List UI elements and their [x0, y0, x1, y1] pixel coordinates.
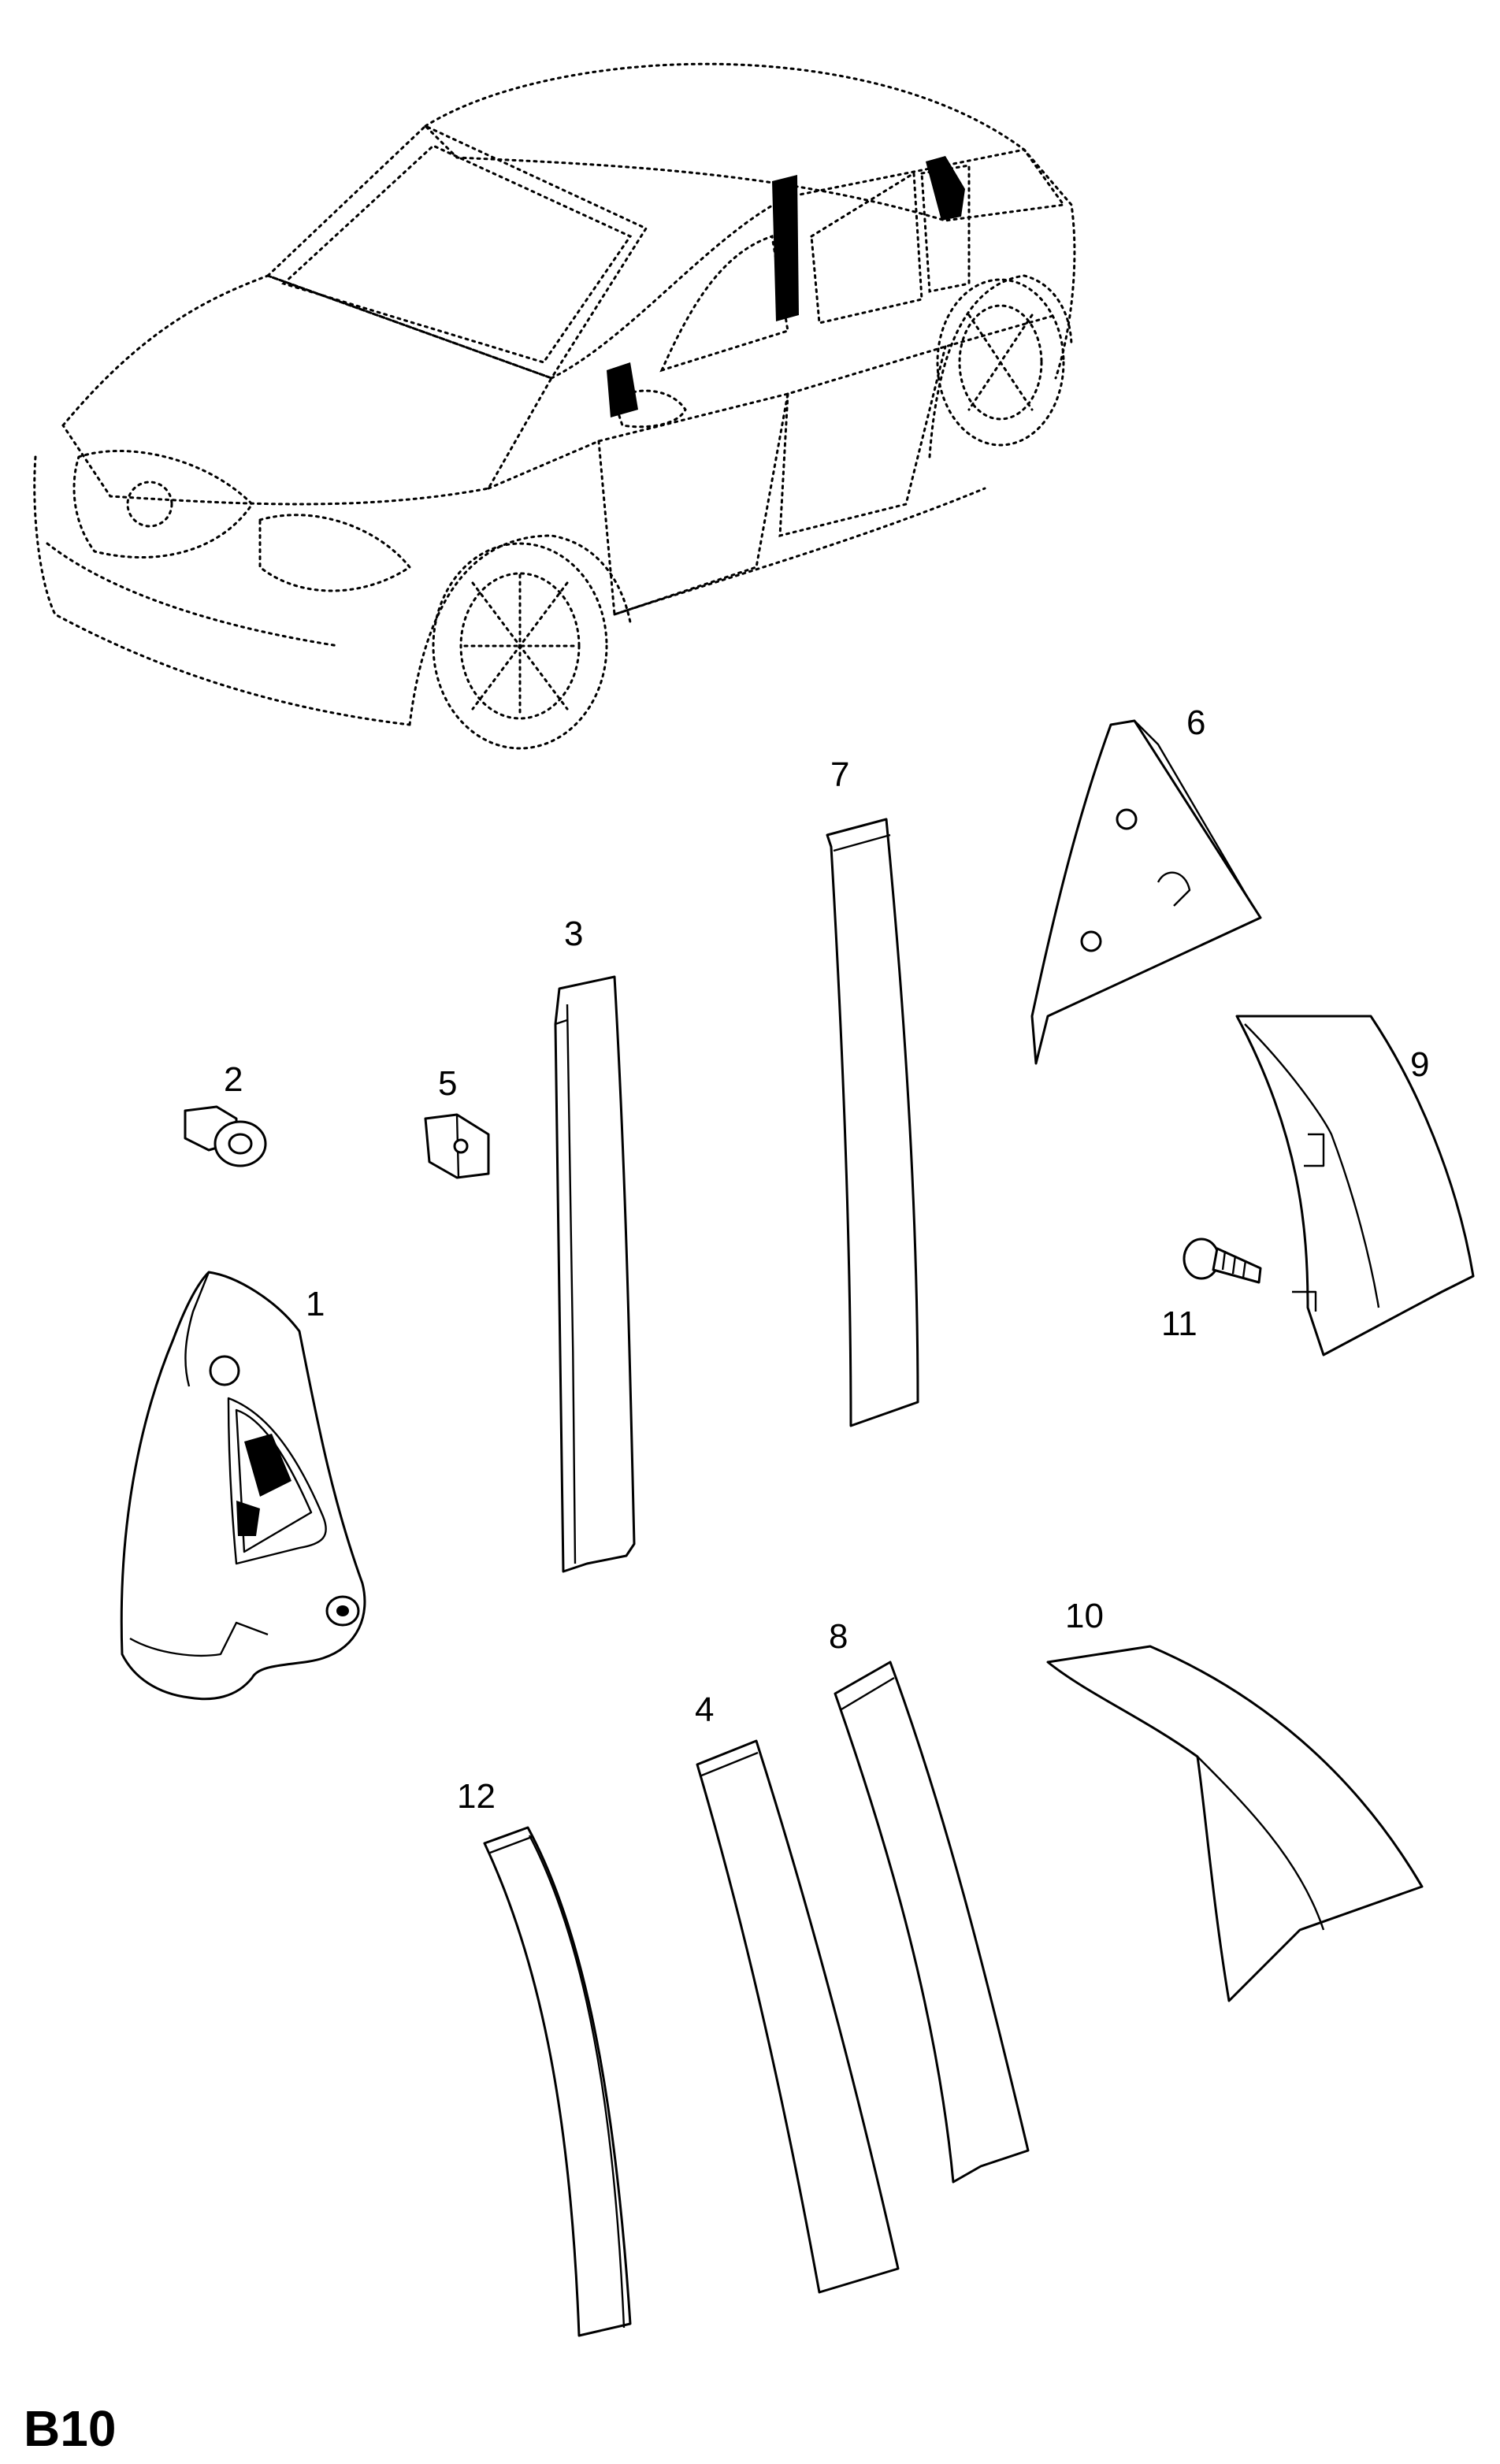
- callout-8: 8: [829, 1617, 848, 1656]
- callout-4: 4: [695, 1690, 714, 1729]
- part-8-trim-strip: [834, 1661, 1030, 2184]
- callout-6: 6: [1186, 703, 1205, 742]
- callout-10: 10: [1065, 1597, 1104, 1635]
- callout-7: 7: [830, 755, 849, 794]
- callout-11: 11: [1161, 1304, 1197, 1343]
- callout-12: 12: [457, 1777, 496, 1816]
- part-2-clip: [184, 1105, 267, 1167]
- diagram-code-label: B10: [24, 2400, 116, 2457]
- callout-3: 3: [564, 915, 583, 953]
- highlight-mirror-triangle: [607, 362, 638, 417]
- part-6-triangle-cover: [1030, 719, 1262, 1065]
- part-1-mirror-housing: [120, 1271, 366, 1701]
- highlight-b-pillar: [772, 175, 799, 321]
- part-10-quarter-trim: [1046, 1645, 1424, 2002]
- part-9-quarter-trim: [1235, 1015, 1475, 1356]
- callout-2: 2: [224, 1060, 243, 1099]
- part-3-trim-strip: [554, 975, 636, 1573]
- part-7-trim-strip: [826, 818, 919, 1427]
- callout-1: 1: [306, 1285, 325, 1323]
- callout-5: 5: [438, 1064, 457, 1103]
- part-4-trim-strip: [696, 1739, 900, 2294]
- part-12-curved-trim: [483, 1826, 632, 2337]
- callout-9: 9: [1410, 1045, 1429, 1084]
- highlight-rear-quarter: [926, 156, 965, 221]
- car-overview-illustration: [33, 62, 1076, 750]
- part-11-screw: [1183, 1238, 1262, 1284]
- part-5-clip-nut: [424, 1113, 490, 1179]
